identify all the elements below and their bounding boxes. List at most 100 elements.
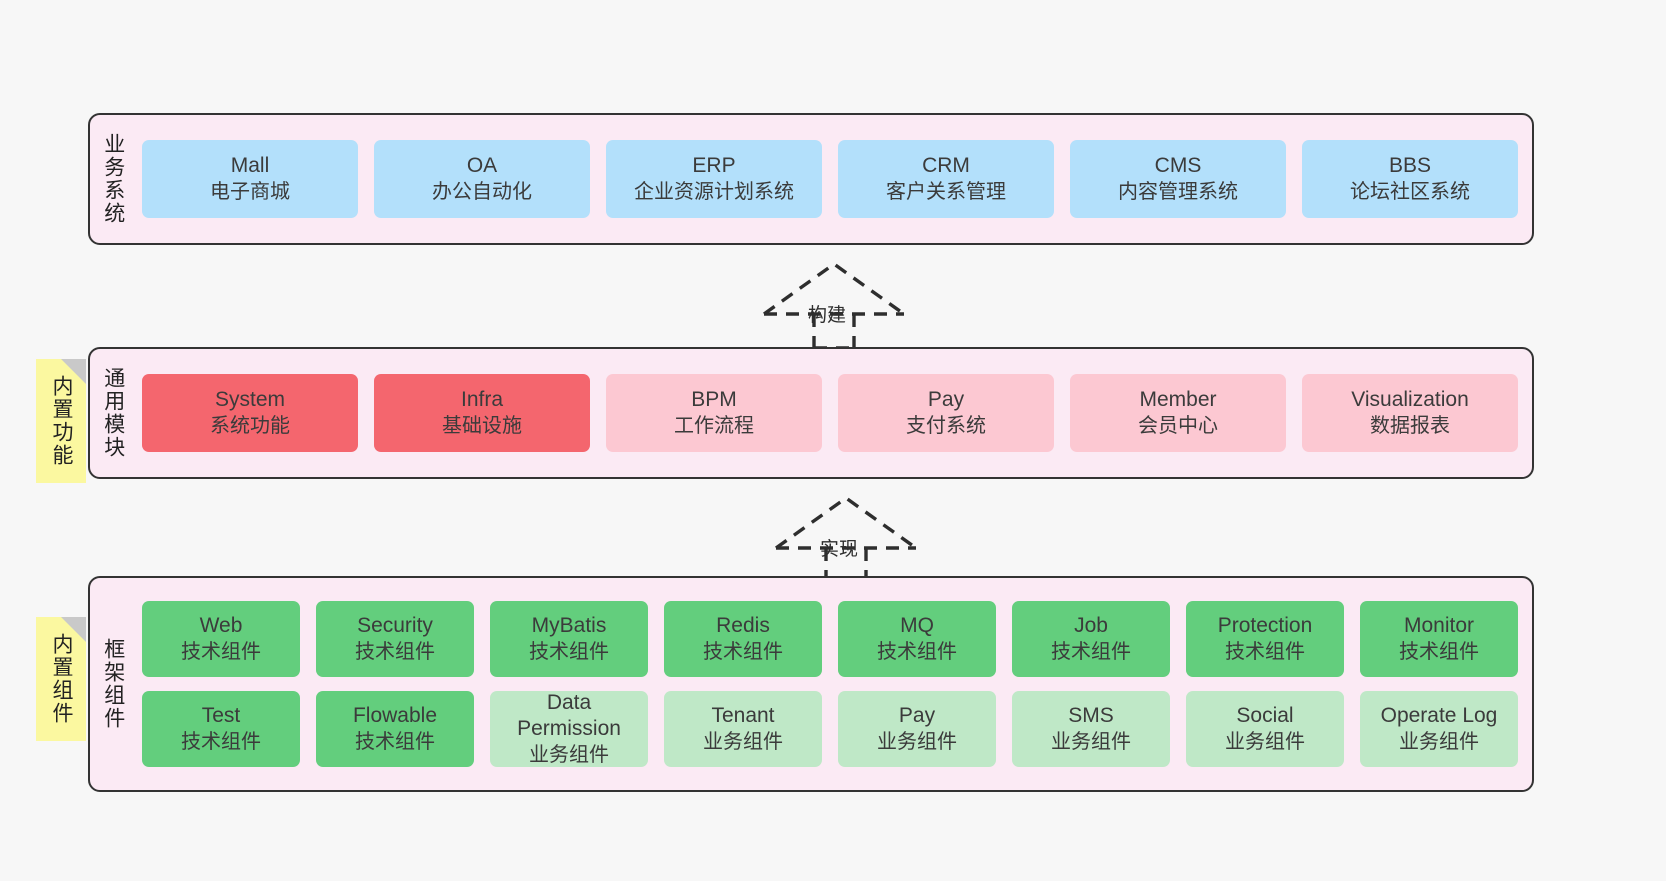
component-subtitle: 技术组件 (1399, 640, 1479, 663)
component-test[interactable]: Test 技术组件 (142, 691, 300, 767)
module-subtitle: 基础设施 (442, 414, 522, 437)
component-job[interactable]: Job 技术组件 (1012, 601, 1170, 677)
component-subtitle: 业务组件 (529, 743, 609, 766)
component-pay[interactable]: Pay 业务组件 (838, 691, 996, 767)
component-title: Test (201, 704, 241, 728)
module-pay[interactable]: Pay 支付系统 (838, 374, 1054, 452)
note-builtin-function: 内置功能 (36, 359, 86, 483)
component-sms[interactable]: SMS 业务组件 (1012, 691, 1170, 767)
module-title: ERP (692, 154, 736, 178)
module-subtitle: 系统功能 (210, 414, 290, 437)
module-title: BPM (691, 388, 737, 412)
component-title: MyBatis (531, 614, 607, 638)
component-protection[interactable]: Protection 技术组件 (1186, 601, 1344, 677)
layer-body-business-system: Mall 电子商城 OA 办公自动化 ERP 企业资源计划系统 CRM 客户关系… (136, 115, 1532, 243)
module-title: Pay (927, 388, 965, 412)
note-builtin-function-label: 内置功能 (50, 375, 73, 467)
connector-implement: 实现 (772, 492, 920, 584)
cell-row: Test 技术组件 Flowable 技术组件 Data Permission … (142, 691, 1518, 767)
component-title: SMS (1068, 704, 1114, 728)
module-infra[interactable]: Infra 基础设施 (374, 374, 590, 452)
component-title: Flowable (352, 704, 438, 728)
component-tenant[interactable]: Tenant 业务组件 (664, 691, 822, 767)
module-cms[interactable]: CMS 内容管理系统 (1070, 140, 1286, 218)
component-title: Monitor (1403, 614, 1475, 638)
layer-title-business-system: 业务系统 (101, 133, 125, 225)
component-subtitle: 技术组件 (877, 640, 957, 663)
module-title: CRM (922, 154, 970, 178)
module-title: Infra (460, 388, 504, 412)
layer-title-framework-component: 框架组件 (101, 638, 125, 730)
component-operate-log[interactable]: Operate Log 业务组件 (1360, 691, 1518, 767)
component-title: Job (1074, 614, 1108, 638)
component-monitor[interactable]: Monitor 技术组件 (1360, 601, 1518, 677)
component-subtitle: 技术组件 (181, 730, 261, 753)
component-title: MQ (900, 614, 934, 638)
cell-row: Mall 电子商城 OA 办公自动化 ERP 企业资源计划系统 CRM 客户关系… (142, 140, 1518, 218)
module-title: Mall (230, 154, 270, 178)
connector-build: 构建 (760, 258, 908, 350)
layer-framework-component: 框架组件 Web 技术组件 Security 技术组件 MyBatis 技术组件… (88, 576, 1534, 792)
component-subtitle: 技术组件 (181, 640, 261, 663)
module-member[interactable]: Member 会员中心 (1070, 374, 1286, 452)
connector-build-label: 构建 (808, 305, 847, 326)
component-subtitle: 业务组件 (1051, 730, 1131, 753)
component-redis[interactable]: Redis 技术组件 (664, 601, 822, 677)
module-title: CMS (1154, 154, 1202, 178)
module-title: System (214, 388, 285, 412)
module-bbs[interactable]: BBS 论坛社区系统 (1302, 140, 1518, 218)
component-web[interactable]: Web 技术组件 (142, 601, 300, 677)
component-subtitle: 技术组件 (1051, 640, 1131, 663)
component-subtitle: 技术组件 (355, 730, 435, 753)
cell-row: System 系统功能 Infra 基础设施 BPM 工作流程 Pay 支付系统… (142, 374, 1518, 452)
component-data-permission[interactable]: Data Permission 业务组件 (490, 691, 648, 767)
module-bpm[interactable]: BPM 工作流程 (606, 374, 822, 452)
module-system[interactable]: System 系统功能 (142, 374, 358, 452)
component-subtitle: 业务组件 (877, 730, 957, 753)
module-subtitle: 数据报表 (1370, 414, 1450, 437)
module-title: OA (466, 154, 498, 178)
component-title: Security (357, 614, 433, 638)
component-flowable[interactable]: Flowable 技术组件 (316, 691, 474, 767)
note-fold-corner (61, 359, 86, 384)
module-title: Visualization (1351, 388, 1469, 412)
component-subtitle: 技术组件 (1225, 640, 1305, 663)
module-subtitle: 支付系统 (906, 414, 986, 437)
module-crm[interactable]: CRM 客户关系管理 (838, 140, 1054, 218)
layer-body-common-module: System 系统功能 Infra 基础设施 BPM 工作流程 Pay 支付系统… (136, 349, 1532, 477)
component-social[interactable]: Social 业务组件 (1186, 691, 1344, 767)
component-security[interactable]: Security 技术组件 (316, 601, 474, 677)
note-fold-corner (61, 617, 86, 642)
layer-title-common-module: 通用模块 (101, 367, 125, 459)
component-title: Tenant (711, 704, 775, 728)
component-title: Operate Log (1380, 704, 1498, 728)
note-builtin-component: 内置组件 (36, 617, 86, 741)
module-subtitle: 客户关系管理 (886, 180, 1006, 203)
component-mybatis[interactable]: MyBatis 技术组件 (490, 601, 648, 677)
component-title: Social (1236, 704, 1294, 728)
component-subtitle: 业务组件 (1225, 730, 1305, 753)
module-subtitle: 企业资源计划系统 (634, 180, 794, 203)
module-oa[interactable]: OA 办公自动化 (374, 140, 590, 218)
cell-row: Web 技术组件 Security 技术组件 MyBatis 技术组件 Redi… (142, 601, 1518, 677)
module-subtitle: 工作流程 (674, 414, 754, 437)
module-mall[interactable]: Mall 电子商城 (142, 140, 358, 218)
module-title: Member (1139, 388, 1217, 412)
module-subtitle: 论坛社区系统 (1350, 180, 1470, 203)
module-erp[interactable]: ERP 企业资源计划系统 (606, 140, 822, 218)
component-title: Redis (716, 614, 770, 638)
connector-implement-label: 实现 (820, 539, 859, 560)
component-title: Pay (898, 704, 936, 728)
component-mq[interactable]: MQ 技术组件 (838, 601, 996, 677)
component-title: Data Permission (517, 690, 621, 741)
layer-common-module: 通用模块 System 系统功能 Infra 基础设施 BPM 工作流程 Pay… (88, 347, 1534, 479)
module-visualization[interactable]: Visualization 数据报表 (1302, 374, 1518, 452)
layer-body-framework-component: Web 技术组件 Security 技术组件 MyBatis 技术组件 Redi… (136, 578, 1532, 790)
component-subtitle: 业务组件 (1399, 730, 1479, 753)
module-subtitle: 办公自动化 (432, 180, 532, 203)
component-subtitle: 技术组件 (703, 640, 783, 663)
component-title: Web (199, 614, 243, 638)
module-subtitle: 电子商城 (210, 180, 290, 203)
layer-business-system: 业务系统 Mall 电子商城 OA 办公自动化 ERP 企业资源计划系统 CRM… (88, 113, 1534, 245)
